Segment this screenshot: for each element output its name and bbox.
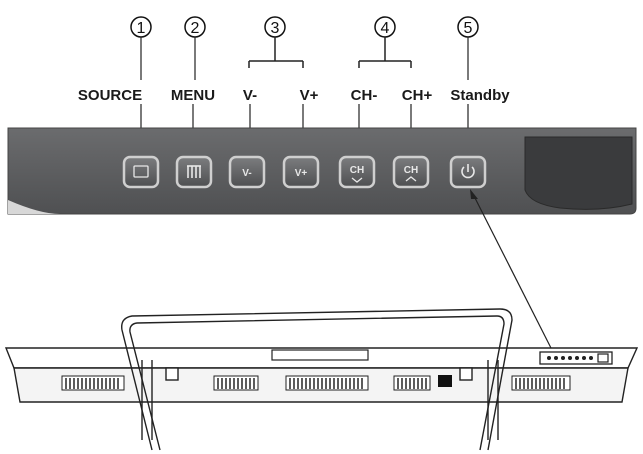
label-ch-up: CH+ xyxy=(402,87,433,104)
label-menu: MENU xyxy=(171,87,215,104)
menu-icon xyxy=(187,165,201,178)
callout-5: 5 xyxy=(457,16,479,38)
svg-text:CH: CH xyxy=(350,165,364,176)
svg-text:1: 1 xyxy=(137,20,146,37)
svg-text:V-: V- xyxy=(242,168,251,179)
source-button[interactable] xyxy=(122,155,160,189)
source-icon xyxy=(133,165,149,178)
label-source: SOURCE xyxy=(78,87,142,104)
label-vol-up: V+ xyxy=(300,87,319,104)
tv-bottom-view xyxy=(4,347,639,403)
menu-button[interactable] xyxy=(175,155,213,189)
svg-text:V+: V+ xyxy=(295,168,308,179)
callout-2: 2 xyxy=(184,16,206,38)
channel-up-button[interactable]: CH xyxy=(392,155,430,189)
svg-text:4: 4 xyxy=(381,20,390,37)
bracket-channel xyxy=(358,37,412,68)
bracket-volume xyxy=(248,37,304,68)
label-ch-down: CH- xyxy=(351,87,378,104)
callout-3: 3 xyxy=(264,16,286,38)
chevron-up-icon xyxy=(405,176,417,182)
label-vol-down: V- xyxy=(243,87,257,104)
tv-stand xyxy=(121,308,513,451)
svg-text:5: 5 xyxy=(464,20,473,37)
pointer-arrow xyxy=(470,189,553,351)
volume-down-button[interactable]: V- xyxy=(228,155,266,189)
callout-1: 1 xyxy=(130,16,152,38)
callout-4: 4 xyxy=(374,16,396,38)
power-icon xyxy=(461,164,475,179)
svg-text:3: 3 xyxy=(271,20,280,37)
control-panel-closeup xyxy=(7,127,637,215)
svg-text:2: 2 xyxy=(191,20,200,37)
volume-up-button[interactable]: V+ xyxy=(282,155,320,189)
svg-text:CH: CH xyxy=(404,165,418,176)
channel-down-button[interactable]: CH xyxy=(338,155,376,189)
ir-sensor-window xyxy=(524,136,633,210)
label-standby: Standby xyxy=(450,87,510,104)
standby-button[interactable] xyxy=(449,155,487,189)
chevron-down-icon xyxy=(351,177,363,183)
